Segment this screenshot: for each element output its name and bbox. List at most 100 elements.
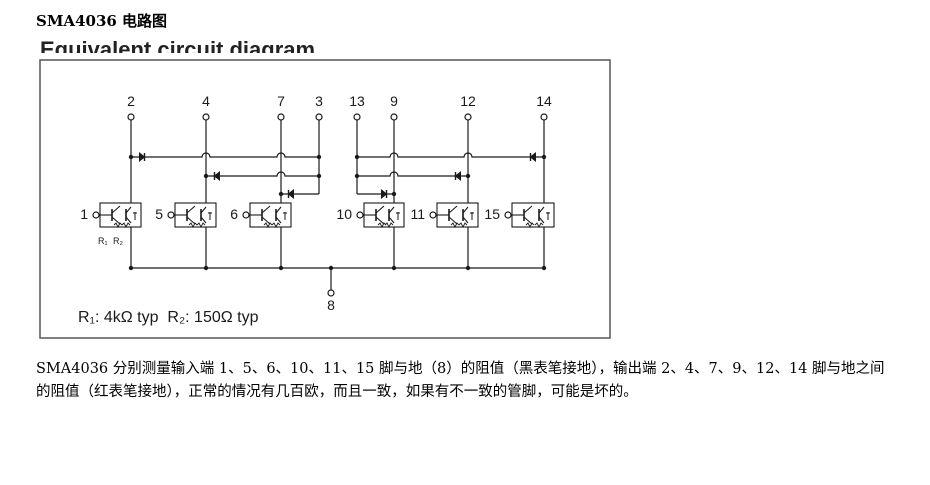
top-pin-circle (202, 113, 210, 121)
diode-triangle (529, 151, 536, 163)
pin-label-4: 4 (202, 93, 210, 109)
resistor-r1 (377, 222, 387, 229)
diode-c-right (381, 188, 388, 200)
diode-triangle (454, 170, 461, 182)
collector-lead (261, 205, 271, 214)
resistor-r1 (188, 222, 198, 229)
collector-lead (375, 205, 385, 214)
transistor-4 (363, 202, 405, 229)
circuit-wires (130, 120, 545, 290)
page-title: SMA4036 电路图 (36, 12, 168, 30)
r1-label: R₁ (98, 236, 108, 246)
junction-dot (278, 265, 284, 271)
junction-dot (354, 154, 360, 160)
emitter-lead-2 (388, 216, 395, 224)
collector-lead (111, 205, 121, 214)
top-pin-labels: 2 4 7 3 13 9 12 14 (127, 93, 552, 109)
pin-label-5: 5 (155, 206, 163, 222)
collector-lead-2 (388, 206, 395, 214)
diagram-frame (39, 59, 611, 339)
diode-triangle (139, 151, 146, 163)
pin-label-13: 13 (349, 93, 365, 109)
input-pin-circle (92, 211, 100, 219)
resistor-r2 (121, 222, 131, 229)
collector-lead (448, 205, 458, 214)
resistor-r2 (458, 222, 468, 229)
r2-label: R₂ (113, 236, 123, 246)
emitter-lead-2 (275, 216, 282, 224)
diode-a-right (529, 151, 536, 163)
collector-lead-2 (125, 206, 132, 214)
top-pin-circle (390, 113, 398, 121)
diode-triangle (213, 170, 220, 182)
junction-dot (128, 265, 134, 271)
resistor-r1 (450, 222, 460, 229)
emitter-lead (523, 216, 533, 225)
emitter-lead (186, 216, 196, 225)
collector-lead (523, 205, 533, 214)
diode-triangle (287, 188, 294, 200)
input-pin-circle (429, 211, 437, 219)
emitter-lead (448, 216, 458, 225)
junction-dot (391, 265, 397, 271)
collector-lead-2 (275, 206, 282, 214)
ground-pin-circle (327, 289, 335, 297)
junction-dot (203, 173, 209, 179)
collector-lead-2 (200, 206, 207, 214)
emitter-lead-2 (462, 216, 469, 224)
pin-label-12: 12 (460, 93, 476, 109)
top-pin-circle (127, 113, 135, 121)
transistor-6 (511, 202, 555, 229)
circuit-parts (92, 113, 555, 297)
junction-dot (203, 265, 209, 271)
transistor-1 (99, 202, 142, 229)
transistor-2 (174, 202, 217, 229)
bus-line-a-left (131, 152, 319, 158)
junction-dot (128, 154, 134, 160)
pin-label-2: 2 (127, 93, 135, 109)
input-pin-circle (504, 211, 512, 219)
transistor-3 (249, 202, 292, 229)
top-pin-circle (464, 113, 472, 121)
junction-dot (541, 154, 547, 160)
emitter-lead-2 (125, 216, 132, 224)
resistor-r1 (113, 222, 123, 229)
diode-a-left (139, 151, 146, 163)
junction-dot (316, 154, 322, 160)
resistor-r1 (525, 222, 535, 229)
top-pin-circle (277, 113, 285, 121)
diagram-heading: Equivalent circuit diagram (40, 37, 315, 62)
resistor-spec: R₁: 4kΩ typ R₂: 150Ω typ (78, 309, 259, 326)
input-pin-circle (242, 211, 250, 219)
pin-label-11: 11 (410, 206, 425, 222)
input-pin-circle (167, 211, 175, 219)
junction-dot (541, 265, 547, 271)
input-pin-labels: 1 5 6 10 11 15 (80, 206, 500, 222)
junction-dot (354, 173, 360, 179)
pin-label-3: 3 (315, 93, 323, 109)
resistor-r2 (534, 222, 544, 229)
resistor-r2 (196, 222, 206, 229)
input-pin-circle (356, 211, 364, 219)
pin-label-7: 7 (277, 93, 285, 109)
pin-label-6: 6 (230, 206, 238, 222)
transistor-5 (436, 202, 479, 229)
top-pin-circle (315, 113, 323, 121)
emitter-lead-2 (538, 216, 545, 224)
bus-line-b-left (206, 171, 319, 177)
junction-dot (316, 173, 322, 179)
pin-label-14: 14 (536, 93, 552, 109)
emitter-lead (111, 216, 121, 225)
diode-b-right (454, 170, 461, 182)
diode-triangle (381, 188, 388, 200)
resistor-r1 (263, 222, 273, 229)
description-text: SMA4036 分别测量输入端 1、5、6、10、11、15 脚与地（8）的阻值… (36, 361, 885, 400)
emitter-lead (261, 216, 271, 225)
junction-dot (278, 191, 284, 197)
collector-lead-2 (462, 206, 469, 214)
bus-line-a-right (357, 152, 544, 158)
bus-line-b-right (357, 171, 468, 177)
pin-label-15: 15 (484, 206, 500, 222)
pin-label-1: 1 (80, 206, 88, 222)
